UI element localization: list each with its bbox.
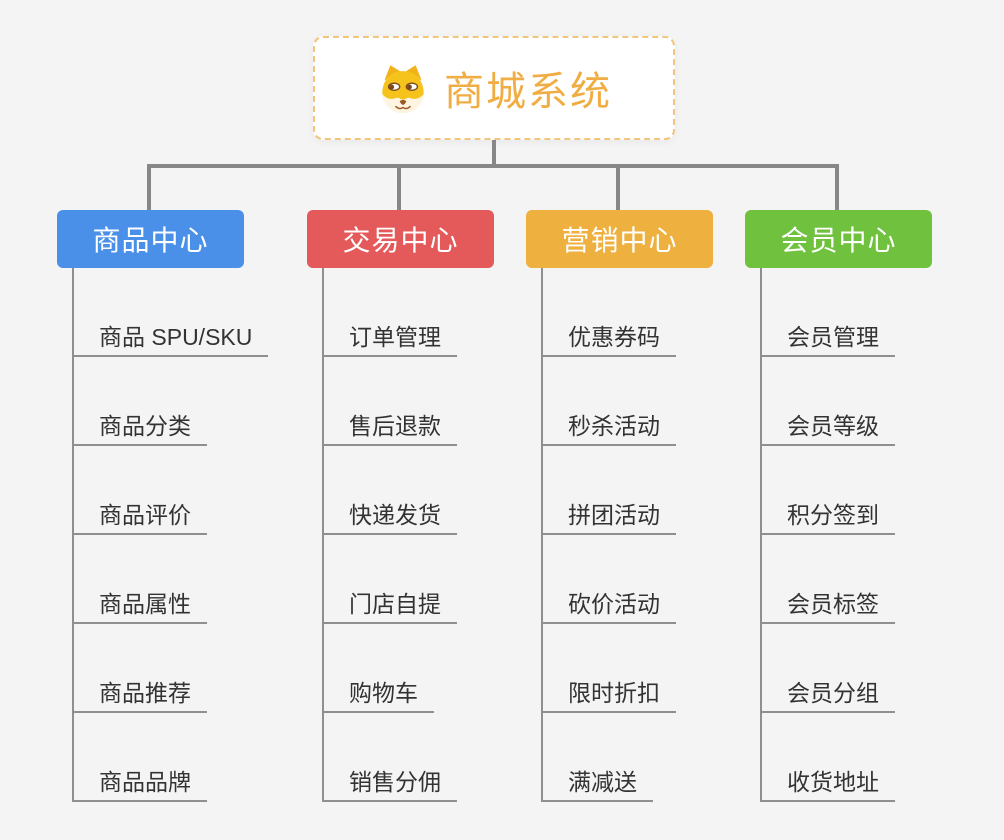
- leaf-node[interactable]: 快递发货: [322, 446, 457, 535]
- column-connector-line: [72, 268, 74, 802]
- branch-node-members[interactable]: 会员中心: [745, 210, 932, 268]
- leaf-label: 满减送: [541, 763, 653, 802]
- leaf-label: 售后退款: [322, 407, 457, 446]
- leaf-label: 门店自提: [322, 585, 457, 624]
- leaf-node[interactable]: 限时折扣: [541, 624, 676, 713]
- branch-node-marketing[interactable]: 营销中心: [526, 210, 713, 268]
- leaf-label: 秒杀活动: [541, 407, 676, 446]
- leaf-label: 商品推荐: [72, 674, 207, 713]
- drop-line-products: [147, 166, 151, 210]
- leaf-node[interactable]: 优惠券码: [541, 268, 676, 357]
- leaf-label: 收货地址: [760, 763, 895, 802]
- leaf-label: 快递发货: [322, 496, 457, 535]
- branch-column-products: 商品 SPU/SKU 商品分类 商品评价 商品属性 商品推荐 商品品牌: [72, 268, 269, 802]
- leaf-label: 砍价活动: [541, 585, 676, 624]
- branch-column-trade: 订单管理 售后退款 快递发货 门店自提 购物车 销售分佣: [322, 268, 457, 802]
- branch-node-trade[interactable]: 交易中心: [307, 210, 494, 268]
- leaf-node[interactable]: 会员分组: [760, 624, 895, 713]
- leaf-node[interactable]: 会员管理: [760, 268, 895, 357]
- leaf-label: 会员等级: [760, 407, 895, 446]
- leaf-label: 会员标签: [760, 585, 895, 624]
- leaf-node[interactable]: 商品属性: [72, 535, 268, 624]
- root-node[interactable]: 商城系统: [313, 36, 675, 140]
- leaf-node[interactable]: 门店自提: [322, 535, 457, 624]
- leaf-node[interactable]: 收货地址: [760, 713, 895, 802]
- column-connector-line: [541, 268, 543, 802]
- leaf-label: 优惠券码: [541, 318, 676, 357]
- branch-node-products[interactable]: 商品中心: [57, 210, 244, 268]
- leaf-label: 限时折扣: [541, 674, 676, 713]
- leaf-node[interactable]: 售后退款: [322, 357, 457, 446]
- drop-line-members: [835, 166, 839, 210]
- leaf-node[interactable]: 会员等级: [760, 357, 895, 446]
- leaf-node[interactable]: 积分签到: [760, 446, 895, 535]
- leaf-label: 商品评价: [72, 496, 207, 535]
- leaf-node[interactable]: 秒杀活动: [541, 357, 676, 446]
- leaf-node[interactable]: 商品评价: [72, 446, 268, 535]
- leaf-node[interactable]: 商品推荐: [72, 624, 268, 713]
- leaf-node[interactable]: 销售分佣: [322, 713, 457, 802]
- leaf-node[interactable]: 拼团活动: [541, 446, 676, 535]
- branch-column-members: 会员管理 会员等级 积分签到 会员标签 会员分组 收货地址: [760, 268, 895, 802]
- dog-face-icon: [381, 65, 425, 114]
- column-connector-line: [322, 268, 324, 802]
- leaf-label: 销售分佣: [322, 763, 457, 802]
- branch-column-marketing: 优惠券码 秒杀活动 拼团活动 砍价活动 限时折扣 满减送: [541, 268, 676, 802]
- column-connector-line: [760, 268, 762, 802]
- leaf-label: 商品属性: [72, 585, 207, 624]
- drop-line-marketing: [616, 166, 620, 210]
- leaf-node[interactable]: 会员标签: [760, 535, 895, 624]
- leaf-label: 拼团活动: [541, 496, 676, 535]
- leaf-node[interactable]: 商品品牌: [72, 713, 268, 802]
- branch-bus-line: [147, 164, 839, 168]
- root-connector-line: [492, 140, 496, 166]
- leaf-label: 订单管理: [322, 318, 457, 357]
- leaf-label: 购物车: [322, 674, 434, 713]
- leaf-label: 商品分类: [72, 407, 207, 446]
- leaf-label: 商品品牌: [72, 763, 207, 802]
- leaf-node[interactable]: 订单管理: [322, 268, 457, 357]
- leaf-label: 会员分组: [760, 674, 895, 713]
- leaf-label: 商品 SPU/SKU: [72, 318, 269, 357]
- leaf-node[interactable]: 商品分类: [72, 357, 268, 446]
- leaf-node[interactable]: 满减送: [541, 713, 676, 802]
- leaf-node[interactable]: 商品 SPU/SKU: [72, 268, 269, 357]
- leaf-node[interactable]: 购物车: [322, 624, 457, 713]
- leaf-node[interactable]: 砍价活动: [541, 535, 676, 624]
- drop-line-trade: [397, 166, 401, 210]
- leaf-label: 积分签到: [760, 496, 895, 535]
- root-title: 商城系统: [444, 70, 612, 114]
- leaf-label: 会员管理: [760, 318, 895, 357]
